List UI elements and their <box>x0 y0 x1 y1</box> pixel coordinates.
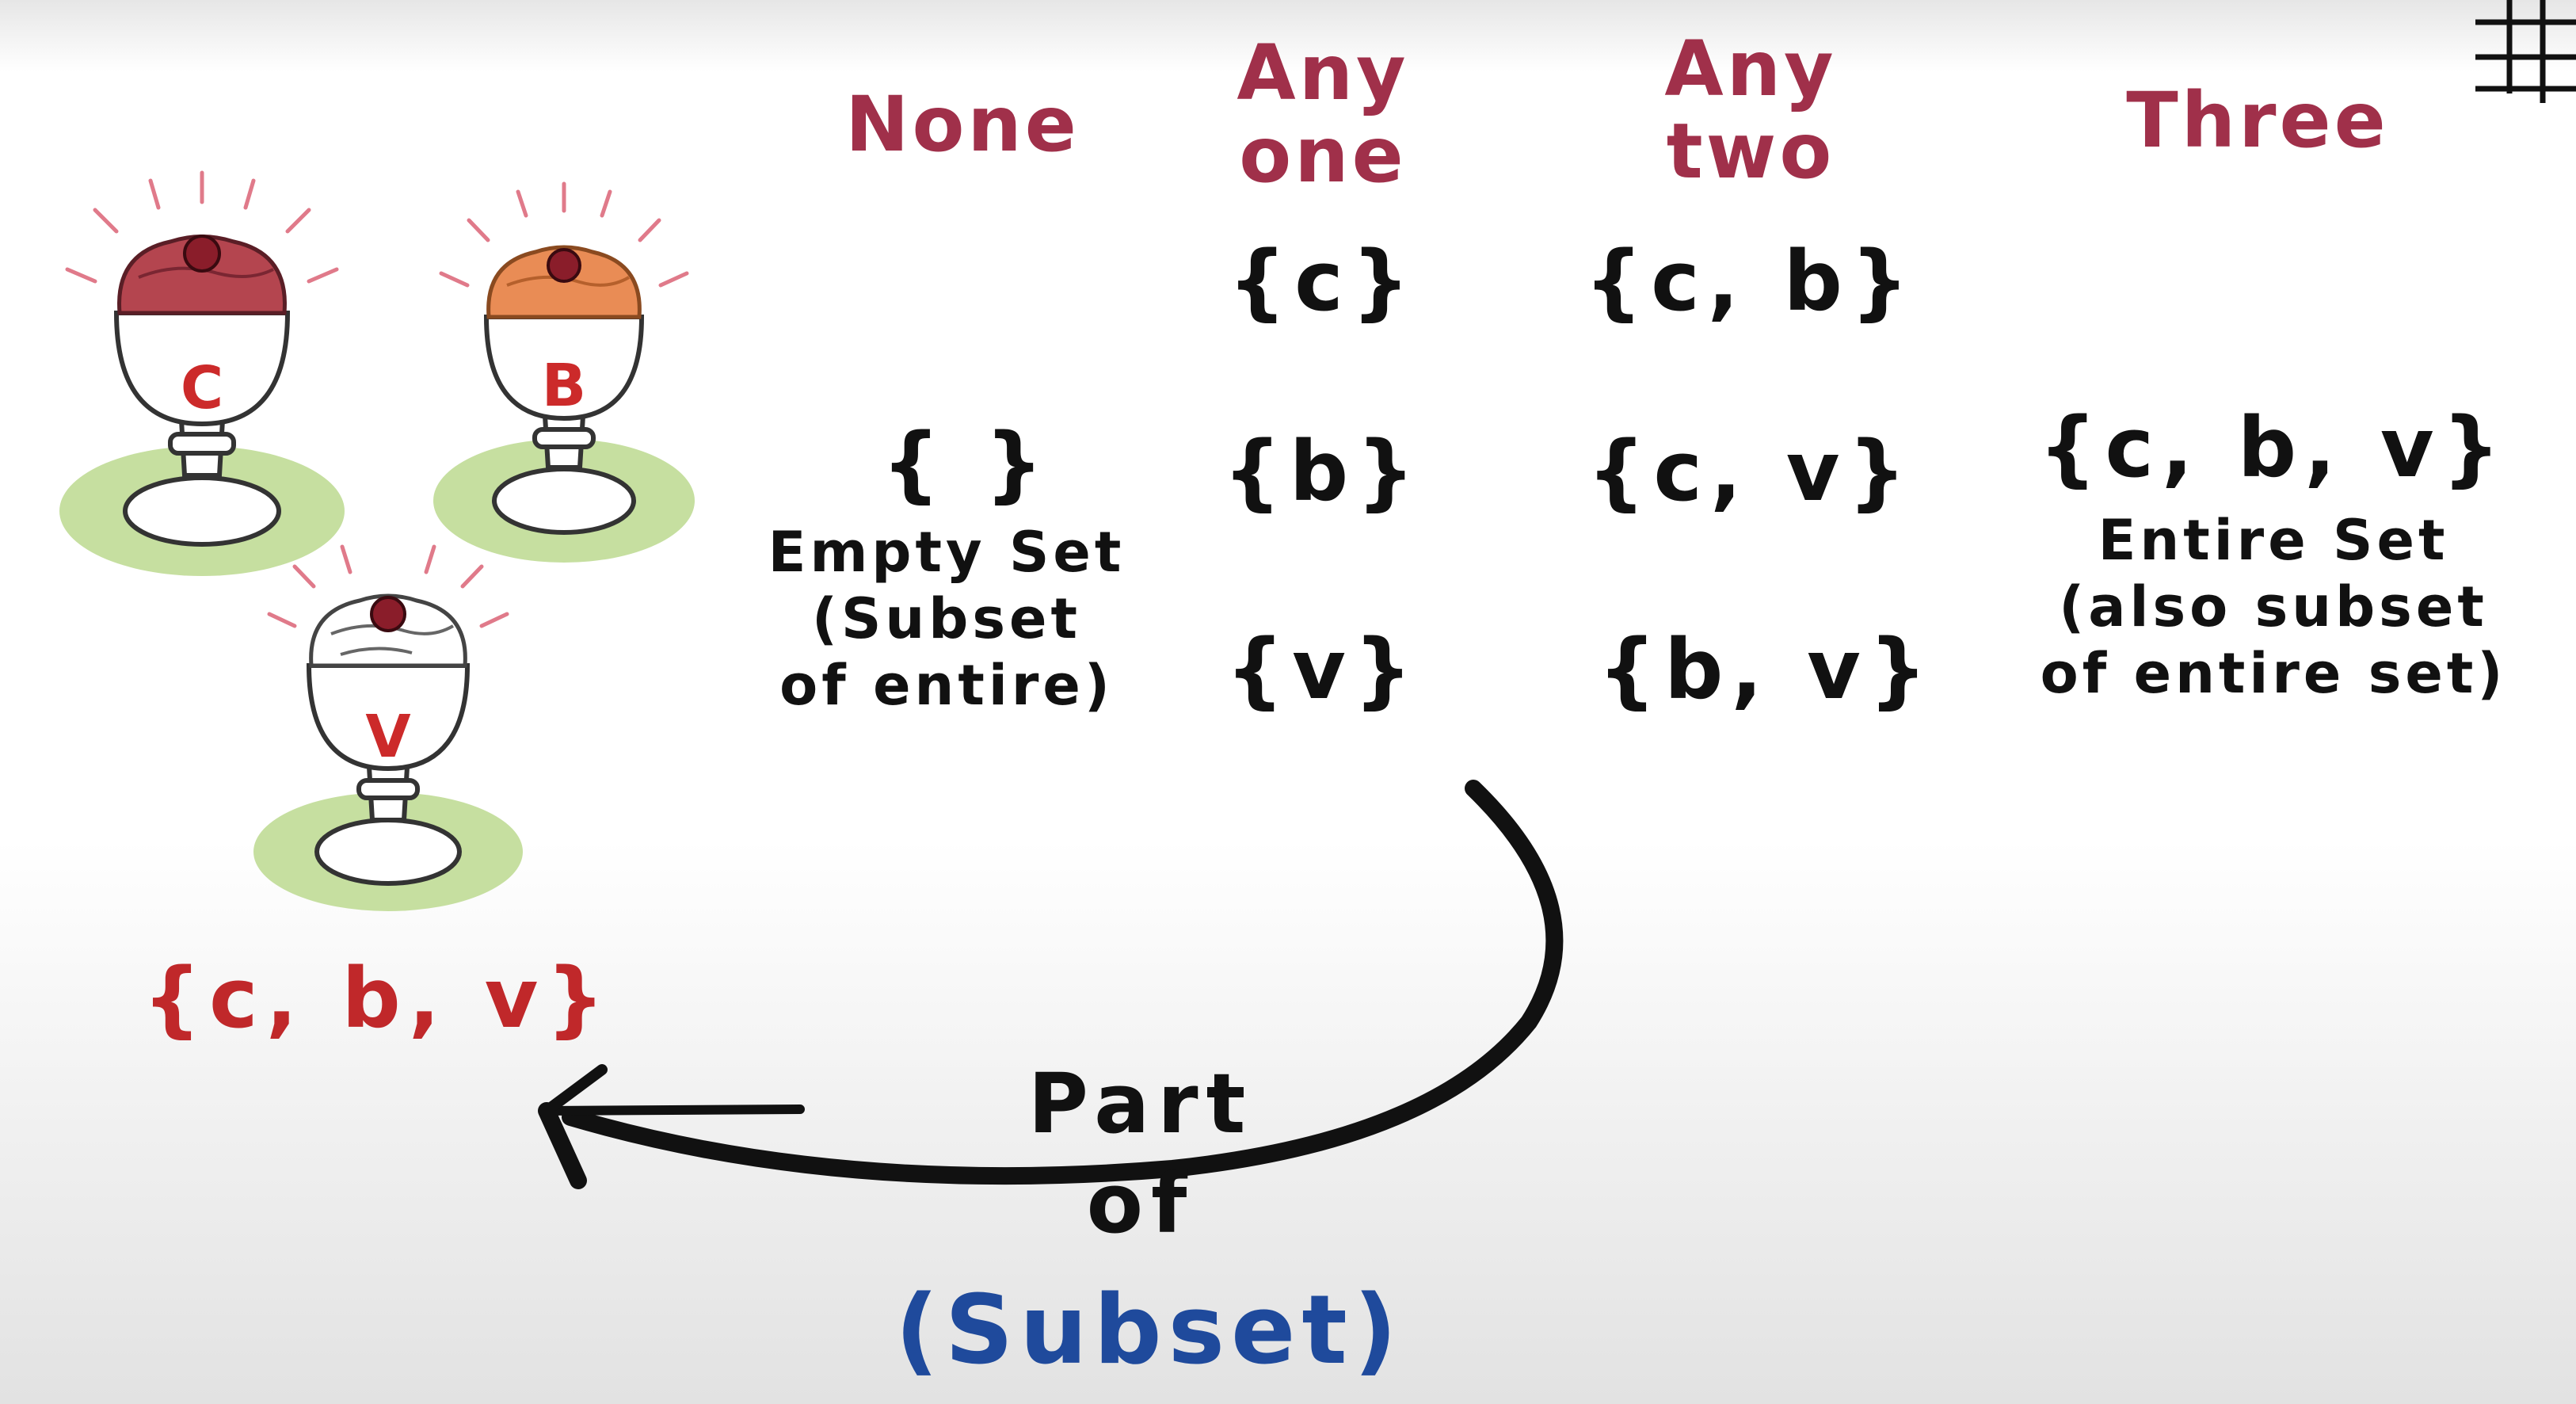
sparkle-lines-icon <box>439 181 689 288</box>
column-header-three: Three <box>2126 76 2389 165</box>
sundae-cup-c: C <box>59 170 345 576</box>
header-line: Any <box>1237 29 1409 117</box>
subset-c-v: {c, v} <box>1587 423 1915 520</box>
sparkle-lines-icon <box>267 544 509 628</box>
column-header-none: None <box>845 80 1080 169</box>
empty-set-caption: Empty Set (Subset of entire) <box>729 519 1164 719</box>
cup-letter-v: V <box>365 703 410 771</box>
cup-set-label: {c, b, v} <box>143 950 613 1047</box>
header-line: two <box>1666 107 1835 196</box>
curved-arrow-icon <box>538 780 1564 1189</box>
entire-set: {c, b, v} <box>2038 399 2509 496</box>
sparkle-lines-icon <box>65 170 339 284</box>
subset-c-b: {c, b} <box>1584 233 1917 330</box>
subset-c: {c} <box>1228 233 1418 330</box>
caption-line: Entire Set <box>2098 508 2449 573</box>
empty-set: { } <box>881 415 1052 512</box>
subset-b-v: {b, v} <box>1597 621 1936 718</box>
header-line: one <box>1239 111 1407 200</box>
subset-b: {b} <box>1222 423 1423 520</box>
part-line: Part <box>1027 1055 1254 1152</box>
caption-line: of entire) <box>779 653 1114 718</box>
caption-line: Empty Set <box>768 520 1126 585</box>
header-line: Any <box>1664 25 1837 113</box>
subset-v: {v} <box>1225 621 1420 718</box>
part-of-label: Part of <box>982 1054 1299 1253</box>
cup-letter-c: C <box>181 354 223 422</box>
entire-set-caption: Entire Set (also subset of entire set) <box>2012 507 2535 707</box>
sundae-cup-b: B <box>433 181 695 563</box>
subset-label: (Subset) <box>895 1276 1404 1386</box>
corner-grid-icon <box>2475 0 2576 103</box>
column-header-any-two: Any two <box>1616 28 1885 193</box>
caption-line: (also subset <box>2059 574 2488 639</box>
column-header-any-one: Any one <box>1192 32 1454 196</box>
sundae-cup-v: V <box>253 544 523 911</box>
cup-letter-b: B <box>542 352 586 420</box>
of-line: of <box>1086 1155 1195 1252</box>
caption-line: of entire set) <box>2040 641 2507 706</box>
caption-line: (Subset <box>812 586 1081 651</box>
